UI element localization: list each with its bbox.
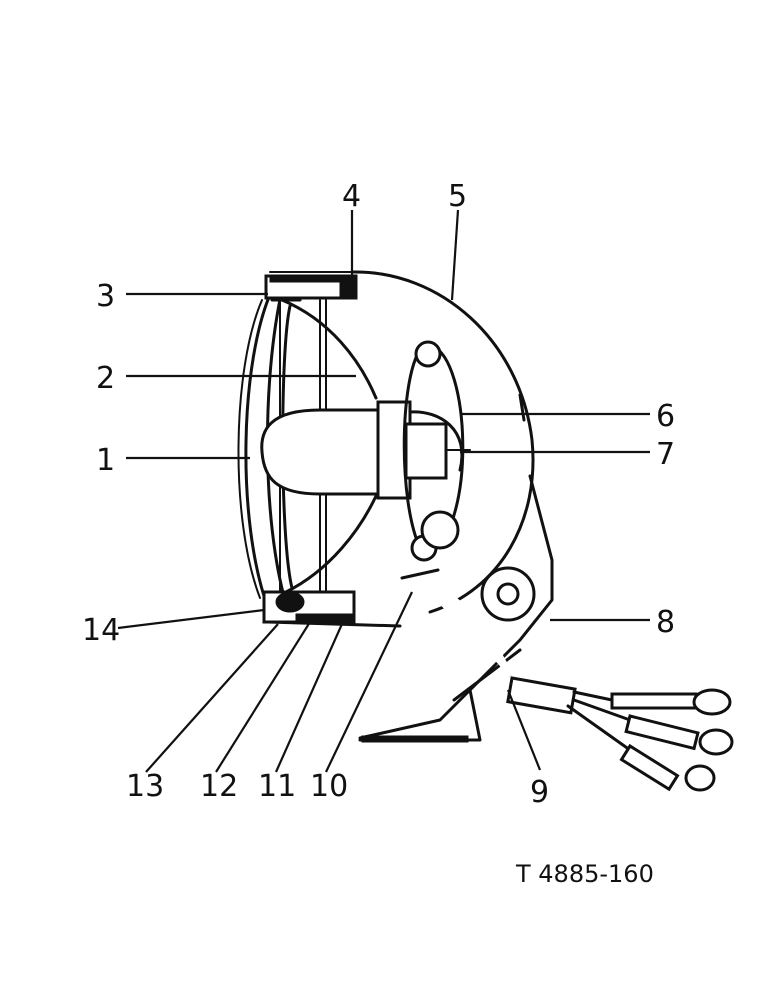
bottom-bracket	[262, 590, 402, 628]
bulb	[260, 400, 448, 500]
leader-10	[325, 591, 413, 773]
callout-9: 9	[530, 775, 549, 810]
leader-13	[145, 623, 279, 773]
callout-6: 6	[656, 399, 675, 434]
callout-12: 12	[200, 769, 238, 804]
callout-7: 7	[656, 437, 675, 472]
callout-10: 10	[310, 769, 348, 804]
callout-11: 11	[258, 769, 296, 804]
leader-12	[215, 621, 311, 773]
callout-5: 5	[448, 179, 467, 214]
callout-2: 2	[96, 361, 115, 396]
callout-13: 13	[126, 769, 164, 804]
leader-11	[274, 623, 344, 773]
callout-8: 8	[656, 605, 675, 640]
figure-id: T 4885-160	[515, 860, 654, 888]
callout-4: 4	[342, 179, 361, 214]
leader-lines	[117, 209, 650, 773]
top-bracket	[264, 274, 358, 302]
leader-5	[450, 209, 460, 301]
callout-14: 14	[82, 613, 120, 648]
leader-14	[117, 608, 265, 630]
bulb-holder	[402, 340, 471, 562]
callout-1: 1	[96, 443, 115, 478]
cable-harness	[400, 568, 734, 792]
mounting-bracket	[358, 474, 554, 743]
callout-labels: 1 2 3 4 5 6 7 8 9 10 11 12 13 14	[82, 179, 675, 810]
callout-3: 3	[96, 279, 115, 314]
leader-9	[506, 689, 542, 771]
